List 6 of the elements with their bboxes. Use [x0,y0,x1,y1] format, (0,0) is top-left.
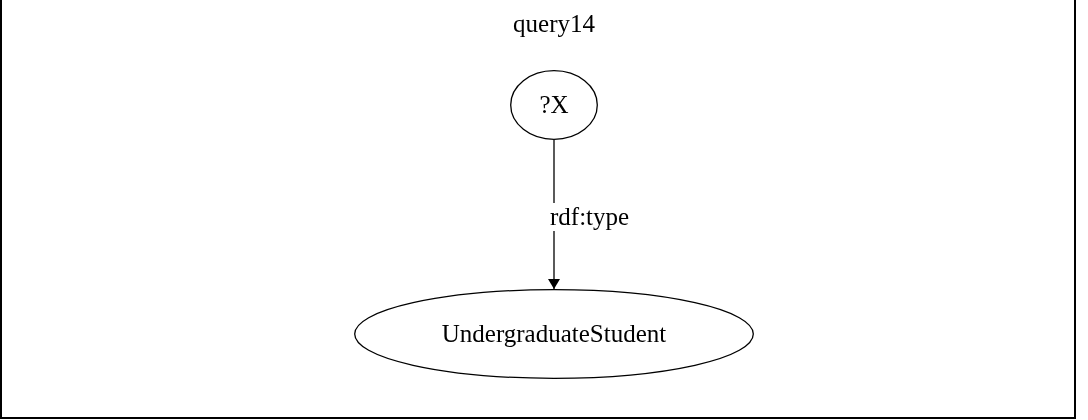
node-label: ?X [539,91,569,119]
ellipse-node [354,289,754,379]
ellipse-node [510,70,598,140]
node-label: UndergraduateStudent [441,320,667,348]
edge-label: rdf:type [550,203,630,231]
diagram-title: query14 [512,10,596,38]
